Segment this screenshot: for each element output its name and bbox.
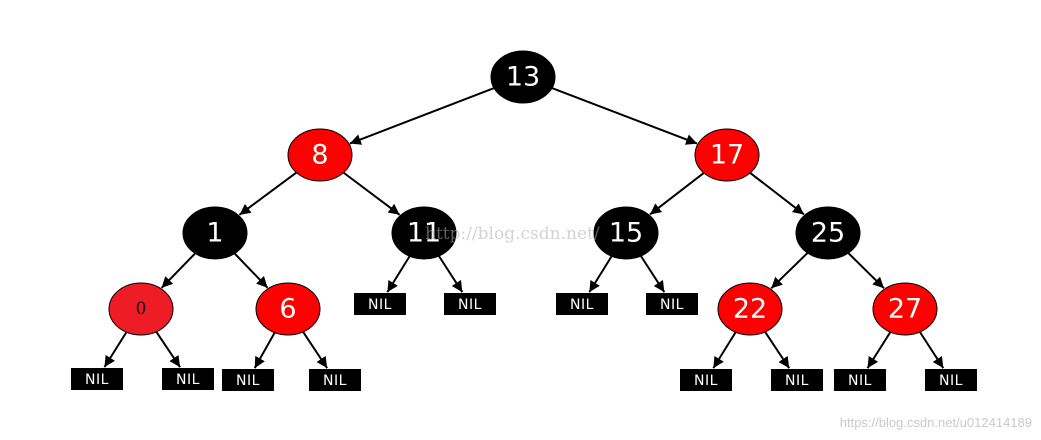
nil-label: NIL	[785, 373, 809, 389]
nil-leaf: NIL	[556, 293, 608, 315]
edge-n22-nil22R	[764, 331, 791, 369]
nil-label: NIL	[85, 372, 109, 388]
nil-box	[925, 369, 977, 391]
center-watermark: http://blog.csdn.net/	[425, 224, 600, 244]
nil-box	[71, 368, 123, 390]
tree-node-27: 27	[872, 282, 938, 336]
node-circle-22	[717, 282, 783, 336]
nil-label: NIL	[323, 373, 347, 389]
nil-leaves: NIL NIL NIL NIL NIL NIL NIL NIL NIL NIL NIL NIL	[71, 293, 977, 391]
nil-label: NIL	[660, 297, 684, 313]
node-label-8: 8	[311, 140, 328, 171]
edge-n11-nil11R	[438, 255, 464, 293]
nil-leaf: NIL	[925, 369, 977, 391]
nil-box	[680, 369, 732, 391]
nil-label: NIL	[939, 373, 963, 389]
tree-node-17: 17	[694, 128, 760, 182]
tree-node-11: 11	[391, 206, 457, 260]
edge-n27-nil27L	[866, 331, 892, 369]
node-label-0: 0	[136, 299, 147, 319]
edge-n11-nil11L	[386, 255, 411, 293]
nil-label: NIL	[848, 373, 872, 389]
edge-n0-nil0R	[155, 331, 181, 368]
edge-n13-n17	[551, 87, 698, 145]
node-label-1: 1	[206, 218, 223, 249]
node-circle-17	[694, 128, 760, 182]
nil-box	[444, 293, 496, 315]
edge-n8-n1	[238, 171, 297, 216]
tree-node-1: 1	[182, 206, 248, 260]
nil-label: NIL	[458, 297, 482, 313]
edge-n25-n27	[847, 252, 885, 289]
nil-leaf: NIL	[834, 369, 886, 391]
node-circle-0	[108, 282, 174, 336]
node-circle-25	[795, 206, 861, 260]
node-label-13: 13	[506, 62, 540, 93]
nil-label: NIL	[570, 297, 594, 313]
nil-box	[556, 293, 608, 315]
nil-label: NIL	[176, 372, 200, 388]
corner-watermark: https://blog.csdn.net/u012414189	[840, 415, 1032, 430]
node-label-6: 6	[279, 294, 296, 325]
edge-n15-nil15L	[588, 255, 613, 293]
node-circle-8	[287, 128, 353, 182]
edge-n6-nil6L	[253, 332, 276, 369]
nil-box	[834, 369, 886, 391]
edge-n13-n8	[349, 87, 495, 145]
node-label-25: 25	[811, 218, 845, 249]
nil-label: NIL	[368, 297, 392, 313]
node-label-22: 22	[733, 294, 767, 325]
edge-n17-n15	[649, 172, 705, 216]
node-circle-15	[593, 206, 659, 260]
nil-leaf: NIL	[162, 368, 214, 390]
edge-n17-n25	[749, 172, 805, 216]
node-circle-11	[391, 206, 457, 260]
node-circle-27	[872, 282, 938, 336]
tree-node-22: 22	[717, 282, 783, 336]
tree-node-0: 0	[108, 282, 174, 336]
edge-n15-nil15R	[640, 255, 666, 293]
edge-n27-nil27R	[919, 331, 945, 369]
nil-box	[771, 369, 823, 391]
node-label-27: 27	[888, 294, 922, 325]
nil-label: NIL	[694, 373, 718, 389]
nil-leaf: NIL	[71, 368, 123, 390]
edge-n6-nil6R	[302, 331, 329, 369]
nil-box	[309, 369, 361, 391]
edge-n22-nil22L	[712, 331, 737, 369]
node-circle-6	[255, 282, 321, 336]
edge-n1-n6	[233, 252, 269, 289]
nil-box	[222, 369, 274, 391]
tree-node-25: 25	[795, 206, 861, 260]
nil-leaf: NIL	[771, 369, 823, 391]
nil-box	[354, 293, 406, 315]
tree-node-8: 8	[287, 128, 353, 182]
nil-leaf: NIL	[222, 369, 274, 391]
edge-n1-n0	[160, 252, 196, 289]
nil-box	[646, 293, 698, 315]
node-circle-1	[182, 206, 248, 260]
node-label-17: 17	[710, 140, 744, 171]
nil-label: NIL	[236, 373, 260, 389]
nil-leaf: NIL	[444, 293, 496, 315]
nil-leaf: NIL	[354, 293, 406, 315]
tree-node-6: 6	[255, 282, 321, 336]
edge-n8-n11	[342, 171, 401, 216]
nil-leaf: NIL	[309, 369, 361, 391]
tree-node-15: 15	[593, 206, 659, 260]
edge-n0-nil0L	[103, 331, 128, 368]
tree-node-13: 13	[490, 50, 556, 104]
node-circle-13	[490, 50, 556, 104]
nil-leaf: NIL	[646, 293, 698, 315]
node-label-15: 15	[609, 218, 643, 249]
node-label-11: 11	[407, 218, 441, 249]
nil-box	[162, 368, 214, 390]
edge-n25-n22	[770, 252, 809, 290]
tree-edges	[103, 87, 945, 369]
nil-leaf: NIL	[680, 369, 732, 391]
